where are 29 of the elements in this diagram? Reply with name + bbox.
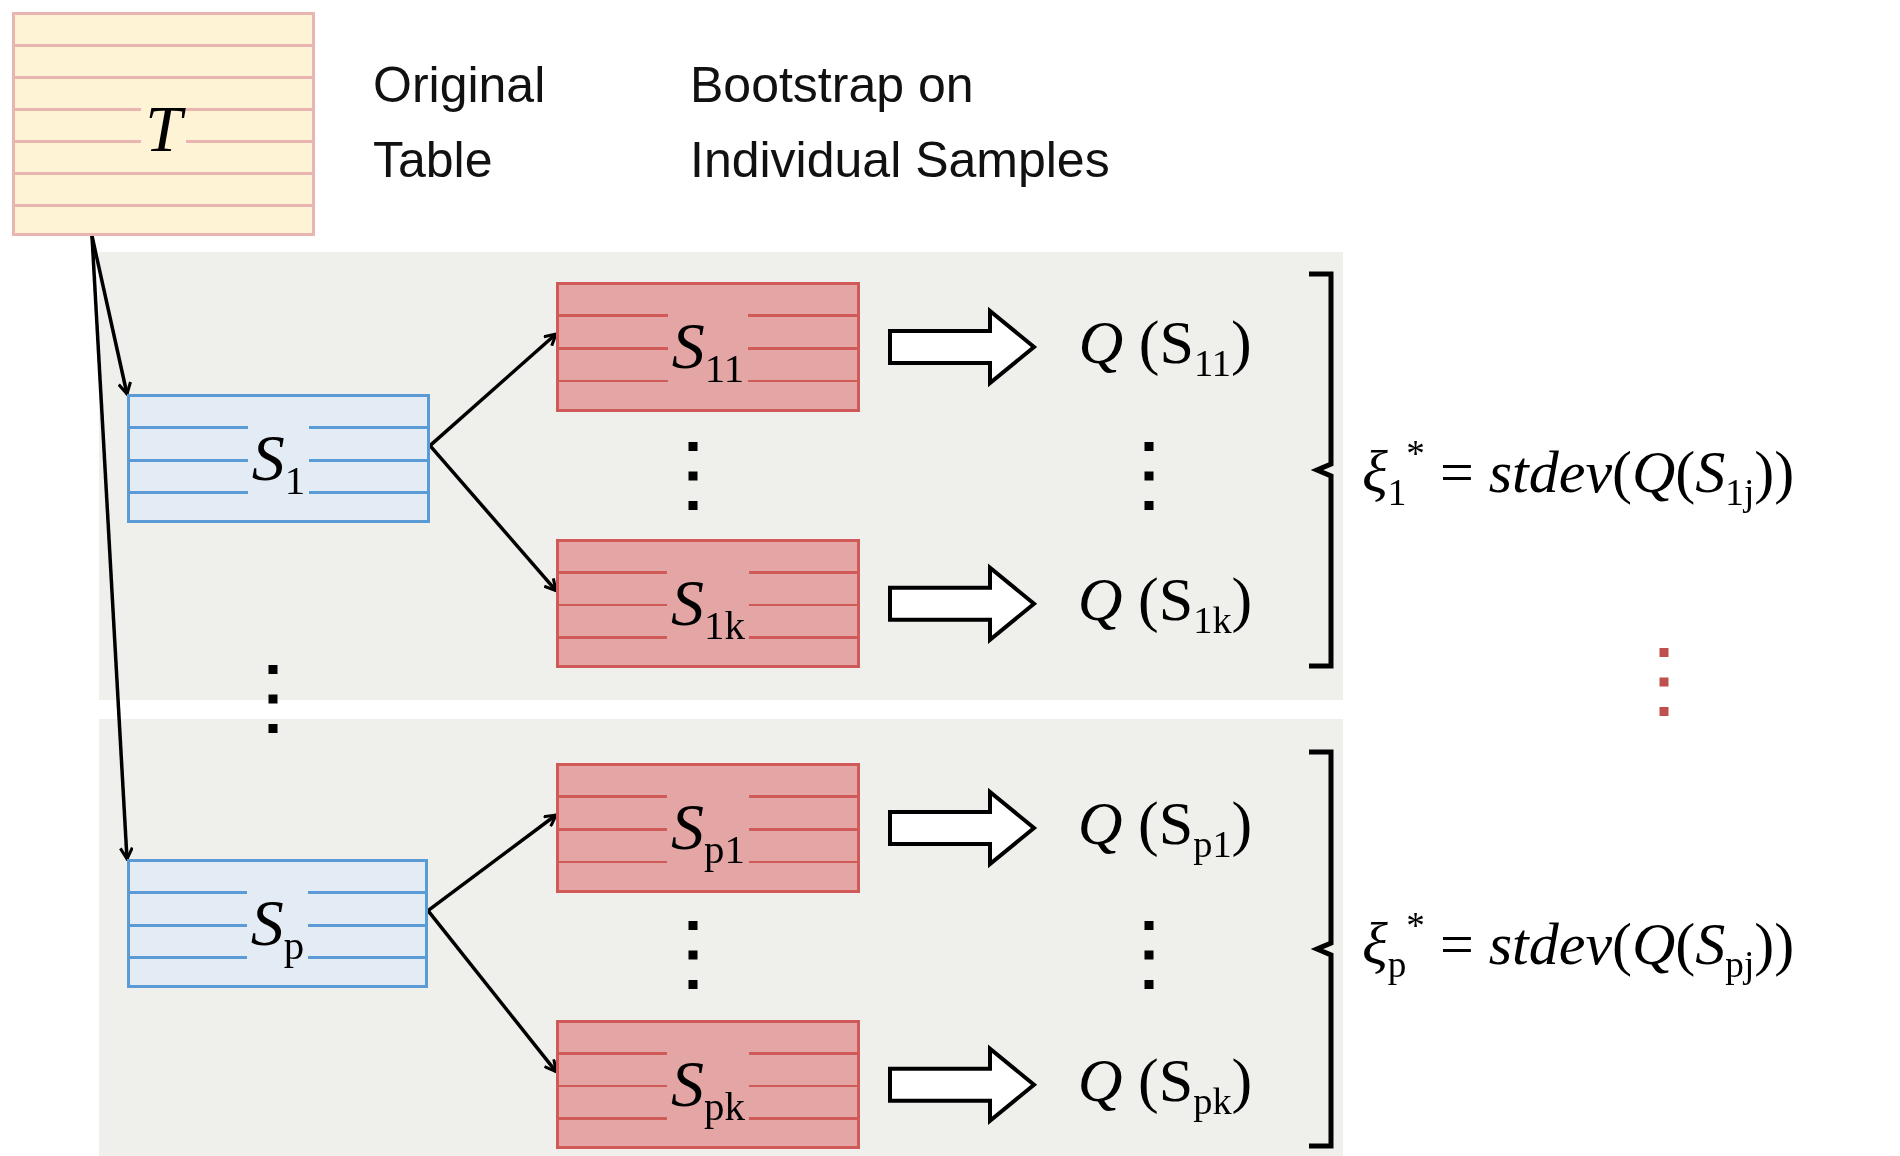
- block-arrow: [888, 563, 1038, 644]
- arrow: [428, 444, 558, 593]
- arrow: [426, 813, 558, 912]
- resample-table: [556, 763, 860, 893]
- table-label: S$_{p}$: [246, 889, 309, 968]
- resample-table: [556, 282, 860, 412]
- arrow: [426, 909, 558, 1074]
- formula-text: Q (S$_{pk}$): [1077, 1049, 1253, 1121]
- formula-text: Q (S$_{p1}$): [1077, 792, 1253, 864]
- heading-text: Original Table: [373, 56, 547, 190]
- table-drawing: [12, 12, 315, 236]
- formula-text: ξ$_{p}$$^{*}$ = stdev(Q(S$_{pj}$)): [1362, 906, 1795, 984]
- formula-text: Q (S$_{11}$): [1078, 311, 1252, 383]
- table-label: S$_{p1}$: [667, 794, 749, 872]
- sample-table: [127, 859, 428, 988]
- arrow: [90, 235, 134, 861]
- block-arrow: [888, 306, 1038, 388]
- block-arrow: [888, 787, 1038, 869]
- heading-text: Bootstrap on Individual Samples: [690, 56, 1111, 190]
- formula-text: Q (S$_{1k}$): [1077, 568, 1253, 640]
- group-band: [99, 719, 1343, 1156]
- group-band: [99, 252, 1343, 700]
- sample-table: [127, 394, 430, 523]
- resample-table: [556, 1020, 860, 1149]
- resample-table: [556, 539, 860, 668]
- formula-text: ξ$_{1}$$^{*}$ = stdev(Q(S$_{1j}$)): [1362, 434, 1795, 512]
- table-label: S$_{pk}$: [667, 1050, 749, 1129]
- arrow: [428, 332, 558, 447]
- block-arrow: [888, 1044, 1038, 1125]
